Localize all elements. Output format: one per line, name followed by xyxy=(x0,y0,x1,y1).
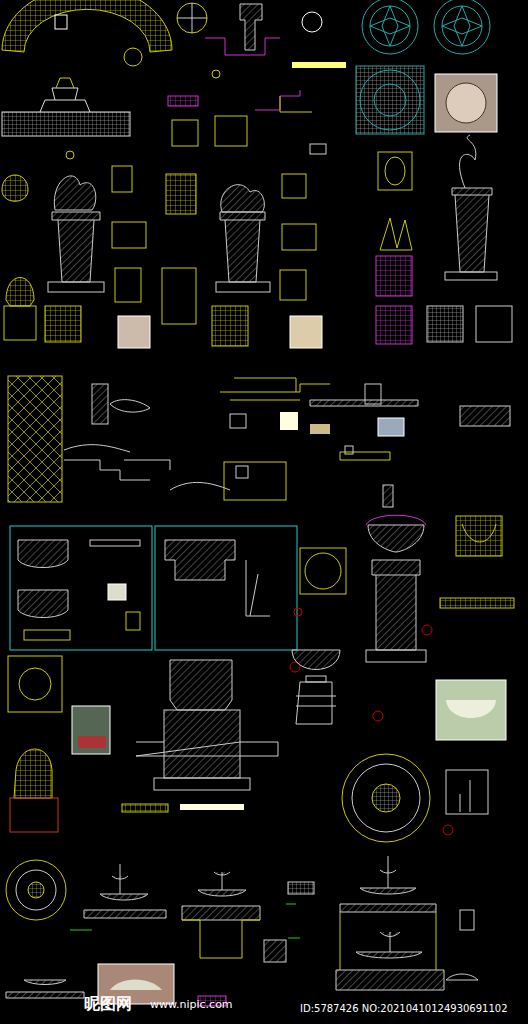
image-id: ID:5787426 NO:20210410124930691102 xyxy=(300,1003,508,1014)
watermark-url: www.nipic.com xyxy=(150,998,233,1011)
watermark-logo: 昵图网 xyxy=(84,994,132,1015)
